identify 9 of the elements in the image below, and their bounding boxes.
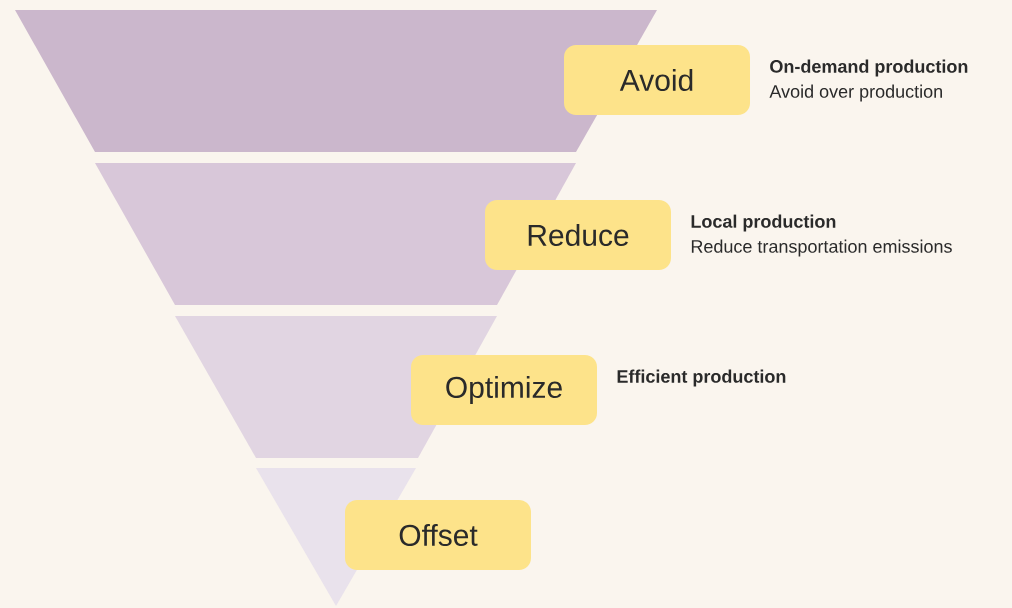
stage-heading: Efficient production — [617, 369, 786, 387]
stage-box: Reduce — [485, 200, 671, 270]
stage-box: Optimize — [411, 355, 597, 425]
stage-description: Avoid over production — [769, 84, 942, 102]
stage-box: Offset — [345, 500, 531, 570]
stage-heading: On-demand production — [770, 59, 968, 77]
stage-heading: Local production — [691, 214, 836, 232]
stage-description: Reduce transportation emissions — [691, 239, 952, 257]
stage-box: Avoid — [564, 45, 750, 115]
